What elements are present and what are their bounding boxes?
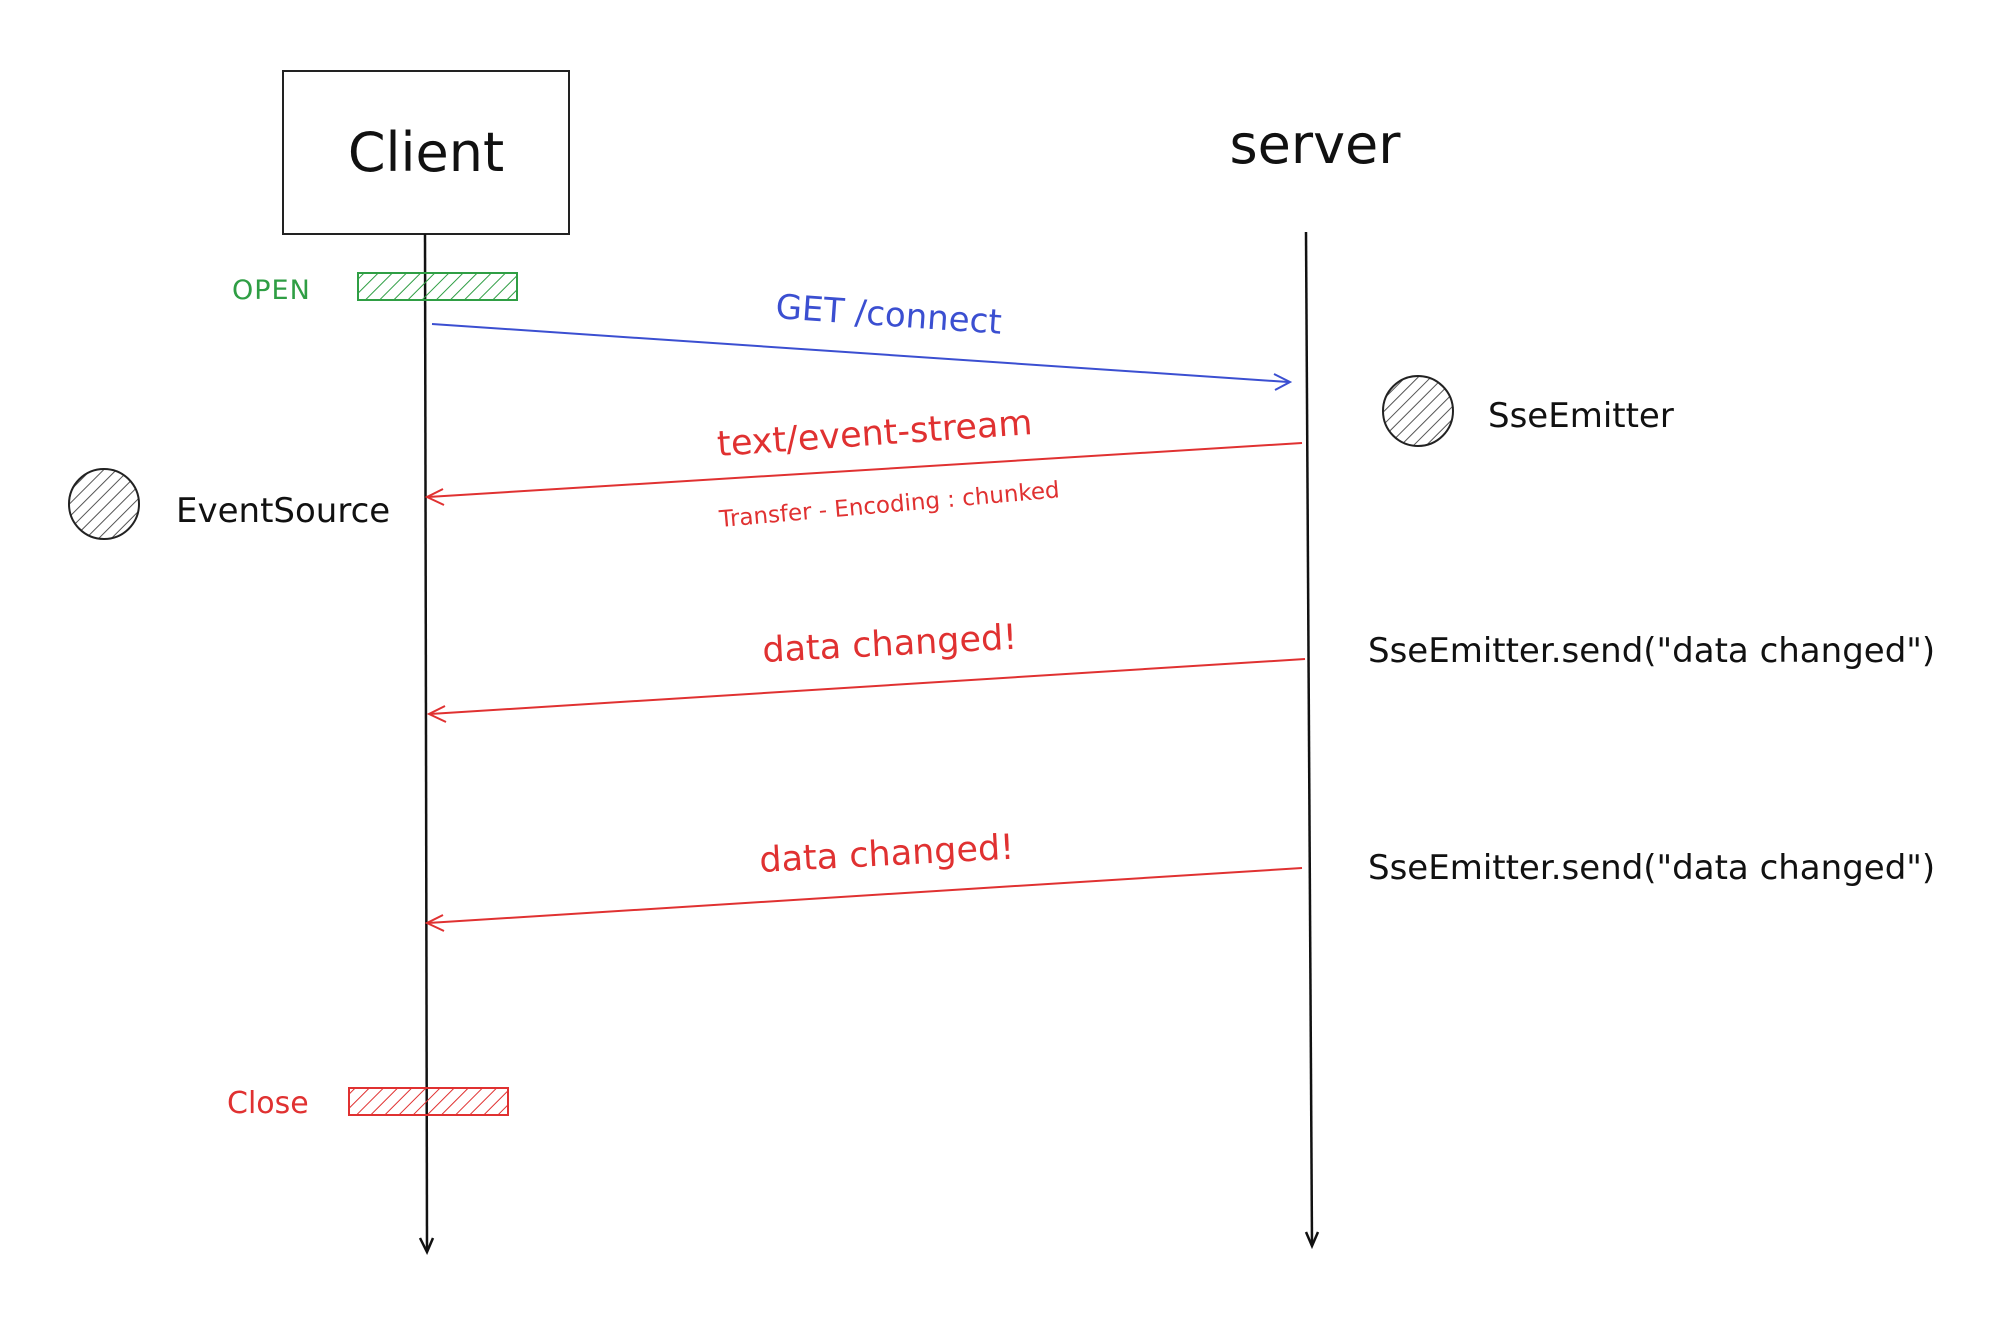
message-data-changed-2-arrowhead [424, 914, 445, 932]
message-event-stream-arrow [427, 442, 1303, 498]
message-get-connect-arrow [431, 323, 1289, 383]
message-get-connect-arrowhead [1273, 373, 1293, 391]
server-call-send-2: SseEmitter.send("data changed") [1368, 848, 1935, 888]
server-lifeline-arrowhead [1304, 1231, 1320, 1250]
server-call-send-1: SseEmitter.send("data changed") [1368, 631, 1935, 671]
client-label: Client [348, 121, 504, 184]
message-data-changed-2-label: data changed! [758, 828, 1015, 881]
transfer-encoding-label: Transfer - Encoding : chunked [717, 477, 1060, 533]
event-source-icon [68, 468, 140, 540]
message-event-stream-label: text/event-stream [716, 403, 1034, 465]
message-event-stream-arrowhead [424, 488, 445, 506]
server-label: server [1230, 113, 1402, 176]
client-lifeline [423, 233, 429, 1251]
message-get-connect-label: GET /connect [774, 287, 1003, 343]
message-data-changed-1-arrow [429, 658, 1306, 715]
client-box [282, 70, 570, 235]
close-state-bar [348, 1087, 509, 1116]
message-data-changed-2-arrow [427, 867, 1303, 924]
sse-emitter-label: SseEmitter [1488, 396, 1674, 436]
sse-emitter-icon [1382, 375, 1454, 447]
message-data-changed-1-arrowhead [426, 705, 447, 723]
message-data-changed-1-label: data changed! [761, 618, 1018, 671]
open-state-label: OPEN [232, 275, 311, 306]
open-state-bar [357, 272, 518, 301]
client-lifeline-arrowhead [418, 1237, 435, 1255]
server-lifeline [1304, 231, 1314, 1246]
event-source-label: EventSource [176, 491, 390, 531]
close-state-label: Close [227, 1086, 309, 1121]
